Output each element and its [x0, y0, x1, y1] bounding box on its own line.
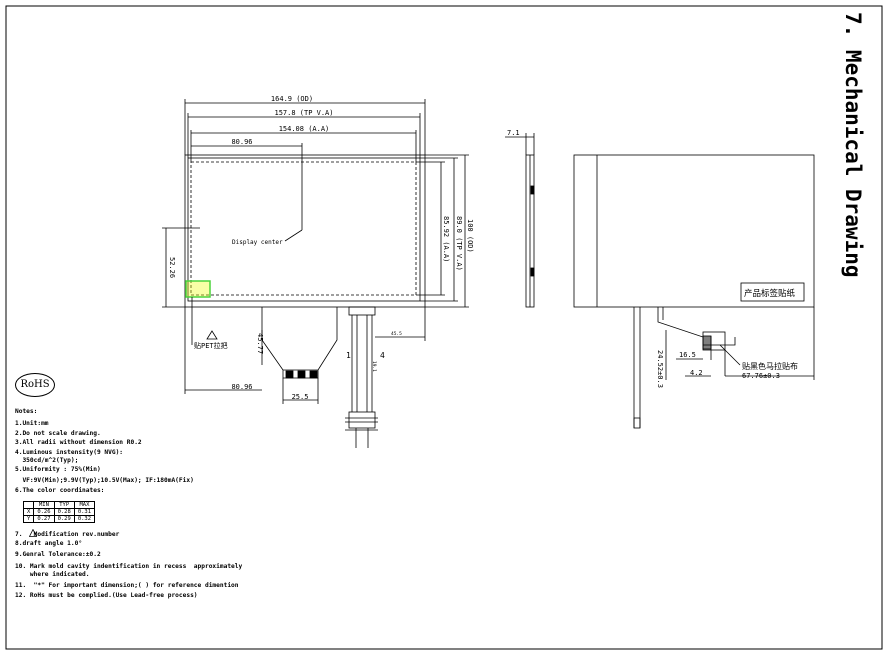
table-cell: 0.28 — [53, 508, 75, 516]
dim-side-total: 67.76±0.3 — [742, 372, 780, 380]
dim-half-width-top: 80.96 — [231, 138, 252, 146]
note-4: 4.Luminous instensity(9 NVG): — [15, 449, 124, 456]
dim-side-w2: 4.2 — [690, 369, 703, 377]
note-5b: VF:9V(Min);9.9V(Typ);10.5V(Max); IF:180m… — [15, 477, 194, 484]
table-header: TYP — [53, 501, 75, 509]
table-cell: X — [22, 508, 35, 516]
side-view — [505, 133, 535, 308]
back-view — [573, 154, 815, 429]
notes-title: Notes: — [15, 408, 38, 415]
dim-tp-va: 157.8 (TP V.A) — [274, 109, 333, 117]
note-2: 2.Do not scale drawing. — [15, 430, 101, 437]
table-cell: Y — [22, 515, 35, 523]
pin-1-label: 1 — [346, 351, 351, 360]
display-center-label: Display center — [232, 239, 283, 246]
table-row: Y 0.27 0.29 0.32 — [22, 515, 96, 523]
note-4b: 350cd/m^2(Typ); — [15, 457, 79, 464]
table-header — [22, 501, 35, 509]
table-cell: 0.26 — [33, 508, 55, 516]
dim-thickness: 7.1 — [507, 129, 520, 137]
table-cell: 0.31 — [73, 508, 96, 516]
dim-side-fpc: 24.52±0.3 — [656, 350, 664, 388]
dim-height-total: 100 (OD) — [466, 219, 474, 253]
rohs-mark: RoHS — [15, 373, 55, 397]
dim-fpc-small: 19.1 — [371, 361, 377, 372]
page-title: 7. Mechanical Drawing — [841, 12, 865, 278]
pin-4-label: 4 — [380, 351, 385, 360]
note-5: 5.Uniformity : 75%(Min) — [15, 466, 101, 473]
dim-aa: 154.08 (A.A) — [279, 125, 330, 133]
note-7: 7. Modification rev.number — [15, 531, 120, 538]
color-coordinates-table: MIN TYP MAX X 0.26 0.28 0.31 Y 0.27 0.29… — [22, 501, 96, 523]
note-12: 12. RoHs must be complied.(Use Lead-free… — [15, 592, 198, 599]
table-cell: 0.27 — [33, 515, 55, 523]
dim-side-small: 45.5 — [391, 331, 402, 337]
table-cell: 0.29 — [53, 515, 75, 523]
note-9: 9.Genral Tolerance:±0.2 — [15, 551, 101, 558]
dim-left-height: 52.26 — [168, 257, 176, 278]
dim-fpc-width: 25.5 — [292, 393, 309, 401]
note-8: 8.draft angle 1.0° — [15, 540, 83, 547]
note-6: 6.The color coordinates: — [15, 487, 105, 494]
table-row: X 0.26 0.28 0.31 — [22, 508, 96, 516]
note-1: 1.Unit:mm — [15, 420, 49, 427]
dim-height-aa: 85.92 (A.A) — [442, 216, 450, 262]
dim-fpc-length: 45.77 — [256, 333, 264, 354]
note-10: 10. Mark mold cavity indentification in … — [15, 563, 243, 570]
table-cell: 0.32 — [73, 515, 96, 523]
label-sticker: 产品标签贴纸 — [744, 288, 796, 299]
black-tape-label: 贴黑色马拉贴布 — [742, 361, 798, 371]
dim-side-w1: 16.5 — [679, 351, 696, 359]
dim-height-tp: 89.0 (TP V.A) — [455, 216, 463, 271]
note-10b: where indicated. — [15, 571, 90, 578]
table-header: MAX — [73, 501, 96, 509]
warning-icon — [29, 529, 37, 537]
pet-tab-label: 贴PET拉把 — [194, 341, 228, 350]
note-11: 11. "*" For important dimension;( ) for … — [15, 582, 239, 589]
table-header: MIN — [33, 501, 55, 509]
dim-half-width-bottom: 80.96 — [231, 383, 252, 391]
dim-od: 164.9 (OD) — [271, 95, 313, 103]
front-view — [162, 99, 469, 448]
note-3: 3.All radii without dimension R0.2 — [15, 439, 142, 446]
